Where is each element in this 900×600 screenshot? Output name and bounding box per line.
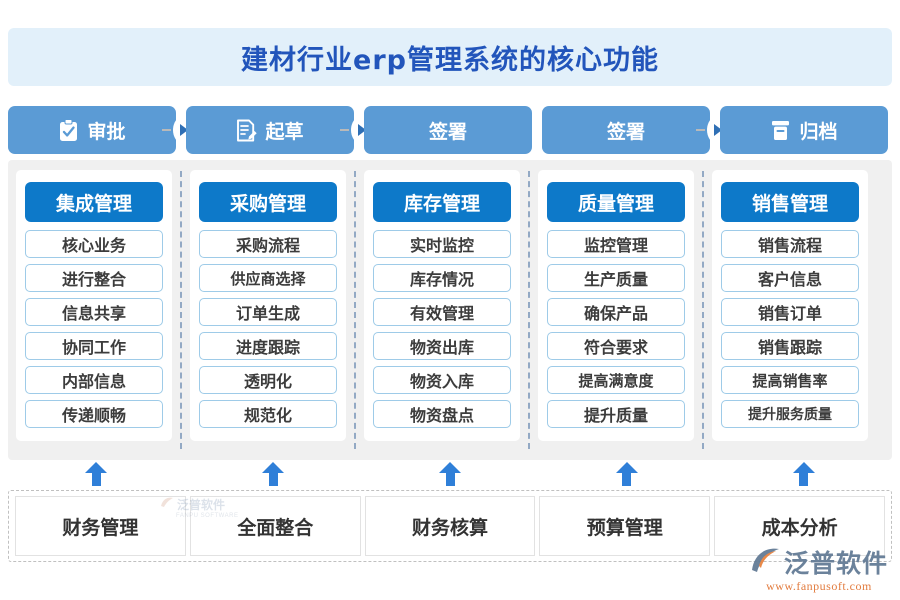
module-item[interactable]: 销售订单 <box>721 298 859 326</box>
finance-box-4[interactable]: 预算管理 <box>539 496 711 556</box>
finance-row: 财务管理全面整合财务核算预算管理成本分析 <box>8 490 892 562</box>
logo-url: www.fanpusoft.com <box>766 579 872 593</box>
finance-box-2[interactable]: 全面整合 <box>189 496 361 556</box>
module-card: 库存管理实时监控库存情况有效管理物资出库物资入库物资盘点 <box>364 170 520 441</box>
flow-step-5[interactable]: 归档 <box>720 106 888 154</box>
modules-panel: 集成管理核心业务进行整合信息共享协同工作内部信息传递顺畅采购管理采购流程供应商选… <box>8 160 892 460</box>
flow-step-1[interactable]: 审批 <box>8 106 176 154</box>
module-item[interactable]: 订单生成 <box>199 298 337 326</box>
connector-dash-left <box>162 129 171 131</box>
arrow-stem <box>445 473 455 486</box>
module-item[interactable]: 供应商选择 <box>199 264 337 292</box>
arrow-head <box>792 462 815 473</box>
archive-box-icon <box>770 119 791 142</box>
arrow-stem <box>268 473 278 486</box>
up-arrows-row <box>8 462 892 488</box>
module-header[interactable]: 库存管理 <box>373 182 511 222</box>
module-item[interactable]: 客户信息 <box>721 264 859 292</box>
flow-step-3[interactable]: 签署 <box>364 106 532 154</box>
module-item[interactable]: 物资入库 <box>373 366 511 394</box>
module-item[interactable]: 销售流程 <box>721 230 859 258</box>
module-header[interactable]: 采购管理 <box>199 182 337 222</box>
finance-box-3[interactable]: 财务核算 <box>364 496 536 556</box>
arrow-head <box>85 462 108 473</box>
flow-step-label: 签署 <box>428 120 467 143</box>
module-item[interactable]: 有效管理 <box>373 298 511 326</box>
module-card: 采购管理采购流程供应商选择订单生成进度跟踪透明化规范化 <box>190 170 346 441</box>
column-divider <box>354 171 356 449</box>
up-arrow-icon <box>439 462 461 486</box>
module-header[interactable]: 集成管理 <box>25 182 163 222</box>
module-header[interactable]: 质量管理 <box>547 182 685 222</box>
module-column-3: 库存管理实时监控库存情况有效管理物资出库物资入库物资盘点 <box>356 160 528 441</box>
module-columns: 集成管理核心业务进行整合信息共享协同工作内部信息传递顺畅采购管理采购流程供应商选… <box>8 160 892 460</box>
column-divider <box>528 171 530 449</box>
module-item[interactable]: 透明化 <box>199 366 337 394</box>
up-arrow-icon <box>792 462 815 486</box>
module-item[interactable]: 信息共享 <box>25 298 163 326</box>
finance-box-1[interactable]: 财务管理 <box>15 496 186 556</box>
module-item[interactable]: 核心业务 <box>25 230 163 258</box>
connector-dash-left <box>696 129 705 131</box>
flow-step-label: 归档 <box>799 120 838 143</box>
arrow-head <box>262 462 285 473</box>
module-item[interactable]: 提升质量 <box>547 400 685 428</box>
module-item[interactable]: 进行整合 <box>25 264 163 292</box>
arrow-stem <box>799 473 809 486</box>
arrow-head <box>439 462 461 473</box>
column-divider <box>180 171 182 449</box>
module-item[interactable]: 确保产品 <box>547 298 685 326</box>
connector-triangle <box>713 124 722 136</box>
module-item[interactable]: 实时监控 <box>373 230 511 258</box>
module-card: 质量管理监控管理生产质量确保产品符合要求提高满意度提升质量 <box>538 170 694 441</box>
module-item[interactable]: 物资出库 <box>373 332 511 360</box>
arrow-stem <box>622 473 632 486</box>
process-flow-row: 审批 起草 签署 签署 归档 <box>8 106 892 154</box>
up-arrow-icon <box>262 462 285 486</box>
column-divider <box>702 171 704 449</box>
module-item[interactable]: 物资盘点 <box>373 400 511 428</box>
flow-step-4[interactable]: 签署 <box>542 106 710 154</box>
module-item[interactable]: 内部信息 <box>25 366 163 394</box>
clipboard-check-icon <box>58 118 79 142</box>
connector-dash-left <box>340 129 349 131</box>
up-arrow-icon <box>615 462 638 486</box>
flow-step-2[interactable]: 起草 <box>186 106 354 154</box>
module-column-4: 质量管理监控管理生产质量确保产品符合要求提高满意度提升质量 <box>530 160 702 441</box>
up-arrow-icon <box>85 462 108 486</box>
connector-triangle <box>179 124 188 136</box>
module-item[interactable]: 符合要求 <box>547 332 685 360</box>
module-item[interactable]: 销售跟踪 <box>721 332 859 360</box>
page-title-bar: 建材行业erp管理系统的核心功能 <box>8 28 892 86</box>
page-title: 建材行业erp管理系统的核心功能 <box>241 44 659 76</box>
module-item[interactable]: 规范化 <box>199 400 337 428</box>
module-column-5: 销售管理销售流程客户信息销售订单销售跟踪提高销售率提升服务质量 <box>704 160 876 441</box>
flow-step-label: 签署 <box>606 120 645 143</box>
arrow-stem <box>91 473 101 486</box>
document-edit-icon <box>236 119 258 142</box>
arrow-head <box>615 462 638 473</box>
module-header[interactable]: 销售管理 <box>721 182 859 222</box>
module-item[interactable]: 协同工作 <box>25 332 163 360</box>
connector-triangle <box>357 124 366 136</box>
module-card: 集成管理核心业务进行整合信息共享协同工作内部信息传递顺畅 <box>16 170 172 441</box>
module-item[interactable]: 生产质量 <box>547 264 685 292</box>
module-item[interactable]: 提高满意度 <box>547 366 685 394</box>
module-column-1: 集成管理核心业务进行整合信息共享协同工作内部信息传递顺畅 <box>8 160 180 441</box>
module-column-2: 采购管理采购流程供应商选择订单生成进度跟踪透明化规范化 <box>182 160 354 441</box>
module-card: 销售管理销售流程客户信息销售订单销售跟踪提高销售率提升服务质量 <box>712 170 868 441</box>
module-item[interactable]: 采购流程 <box>199 230 337 258</box>
module-item[interactable]: 提高销售率 <box>721 366 859 394</box>
flow-step-label: 审批 <box>87 120 126 143</box>
module-item[interactable]: 提升服务质量 <box>721 400 859 428</box>
module-item[interactable]: 库存情况 <box>373 264 511 292</box>
module-item[interactable]: 传递顺畅 <box>25 400 163 428</box>
module-item[interactable]: 进度跟踪 <box>199 332 337 360</box>
module-item[interactable]: 监控管理 <box>547 230 685 258</box>
flow-step-label: 起草 <box>265 120 304 143</box>
finance-box-5[interactable]: 成本分析 <box>714 496 885 556</box>
